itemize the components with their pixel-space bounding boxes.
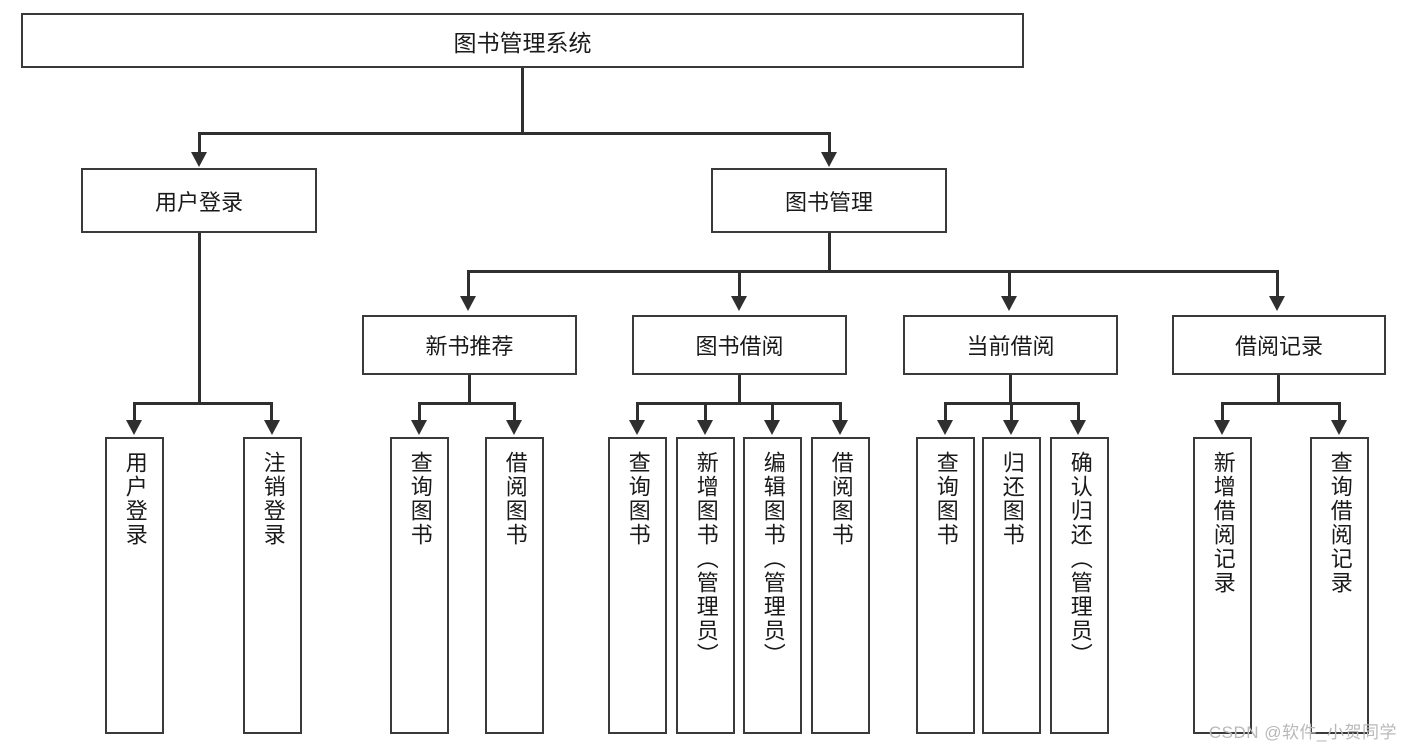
arrowhead-icon (1003, 420, 1019, 435)
node-label: 注销登录 (260, 451, 286, 547)
node-label: 图书管理 (784, 189, 873, 215)
arrowhead-icon (411, 420, 427, 435)
connector-bb-to-leaf-1 (636, 402, 639, 422)
connector-root-to-user-login (198, 132, 201, 154)
connector-user-login-bus (133, 402, 270, 405)
connector-bm-to-new-book-recommend (467, 270, 470, 300)
node-current-borrow: 当前借阅 (903, 315, 1118, 375)
connector-cb-stem (1009, 375, 1012, 405)
connector-book-management-stem (828, 233, 831, 272)
leaf-user-login: 用户登录 (105, 437, 164, 734)
leaf-edit-book-admin: 编辑图书（管理员） (743, 437, 802, 734)
node-label: 借阅图书 (502, 451, 528, 547)
node-book-management: 图书管理 (711, 168, 947, 233)
node-new-book-recommend: 新书推荐 (362, 315, 577, 375)
node-borrow-record: 借阅记录 (1172, 315, 1386, 375)
node-label: 图书借阅 (695, 334, 784, 359)
connector-root-stem (521, 68, 524, 132)
leaf-confirm-return-admin: 确认归还（管理员） (1050, 437, 1109, 734)
node-label: 用户登录 (154, 189, 243, 215)
connector-user-login-to-leaf-1 (133, 402, 136, 422)
node-label: 确认归还（管理员） (1067, 451, 1093, 667)
node-label: 借阅记录 (1234, 334, 1323, 359)
leaf-query-book-bb: 查询图书 (608, 437, 667, 734)
connector-nbr-bus (418, 402, 516, 405)
connector-bb-stem (738, 375, 741, 405)
leaf-query-book-cb: 查询图书 (916, 437, 975, 734)
node-root-book-management-system: 图书管理系统 (21, 13, 1024, 68)
node-label: 查询图书 (933, 451, 959, 547)
connector-bm-to-current-borrow (1008, 270, 1011, 300)
node-label: 借阅图书 (828, 451, 854, 547)
node-label: 新书推荐 (425, 334, 514, 359)
connector-cb-to-leaf-1 (944, 402, 947, 422)
connector-bb-to-leaf-2 (704, 402, 707, 422)
arrowhead-icon (506, 420, 522, 435)
arrowhead-icon (460, 296, 476, 311)
arrowhead-icon (731, 296, 747, 311)
connector-nbr-to-leaf-1 (418, 402, 421, 422)
node-label: 新增借阅记录 (1210, 451, 1236, 595)
connector-cb-to-leaf-2 (1010, 402, 1013, 422)
connector-bm-to-borrow-record (1276, 270, 1279, 300)
node-label: 编辑图书（管理员） (760, 451, 786, 667)
leaf-add-borrow-record: 新增借阅记录 (1193, 437, 1252, 734)
connector-br-stem (1277, 375, 1280, 405)
connector-nbr-to-leaf-2 (513, 402, 516, 422)
connector-user-login-stem (198, 233, 201, 405)
arrowhead-icon (832, 420, 848, 435)
connector-br-bus (1221, 402, 1339, 405)
arrowhead-icon (264, 420, 280, 435)
leaf-add-book-admin: 新增图书（管理员） (676, 437, 735, 734)
connector-nbr-stem (468, 375, 471, 405)
leaf-borrow-book-bb: 借阅图书 (811, 437, 870, 734)
connector-cb-to-leaf-3 (1077, 402, 1080, 422)
arrowhead-icon (1331, 420, 1347, 435)
connector-bb-bus (636, 402, 842, 405)
arrowhead-icon (1214, 420, 1230, 435)
node-label: 图书管理系统 (453, 29, 592, 56)
arrowhead-icon (126, 420, 142, 435)
leaf-query-borrow-record: 查询借阅记录 (1310, 437, 1369, 734)
arrowhead-icon (1001, 296, 1017, 311)
connector-br-to-leaf-1 (1221, 402, 1224, 422)
connector-bb-to-leaf-3 (771, 402, 774, 422)
node-book-borrow: 图书借阅 (632, 315, 847, 375)
connector-book-management-bus (467, 270, 1279, 273)
connector-br-to-leaf-2 (1338, 402, 1341, 422)
node-label: 查询图书 (407, 451, 433, 547)
connector-root-bus (198, 132, 831, 135)
arrowhead-icon (191, 152, 207, 167)
connector-user-login-to-leaf-2 (270, 402, 273, 422)
node-user-login: 用户登录 (81, 168, 317, 233)
connector-root-to-book-management (828, 132, 831, 154)
node-label: 用户登录 (122, 451, 148, 547)
arrowhead-icon (1070, 420, 1086, 435)
leaf-logout: 注销登录 (243, 437, 302, 734)
arrowhead-icon (697, 420, 713, 435)
connector-bb-to-leaf-4 (839, 402, 842, 422)
connector-bm-to-book-borrow (738, 270, 741, 300)
leaf-query-book-nbr: 查询图书 (390, 437, 449, 734)
arrowhead-icon (821, 152, 837, 167)
node-label: 归还图书 (999, 451, 1025, 547)
node-label: 当前借阅 (966, 334, 1055, 359)
arrowhead-icon (629, 420, 645, 435)
leaf-borrow-book-nbr: 借阅图书 (485, 437, 544, 734)
node-label: 查询借阅记录 (1327, 451, 1353, 595)
arrowhead-icon (1269, 296, 1285, 311)
leaf-return-book: 归还图书 (982, 437, 1041, 734)
arrowhead-icon (764, 420, 780, 435)
csdn-watermark: CSDN @软件_小贺同学 (1208, 723, 1397, 742)
node-label: 查询图书 (625, 451, 651, 547)
arrowhead-icon (937, 420, 953, 435)
node-label: 新增图书（管理员） (693, 451, 719, 667)
